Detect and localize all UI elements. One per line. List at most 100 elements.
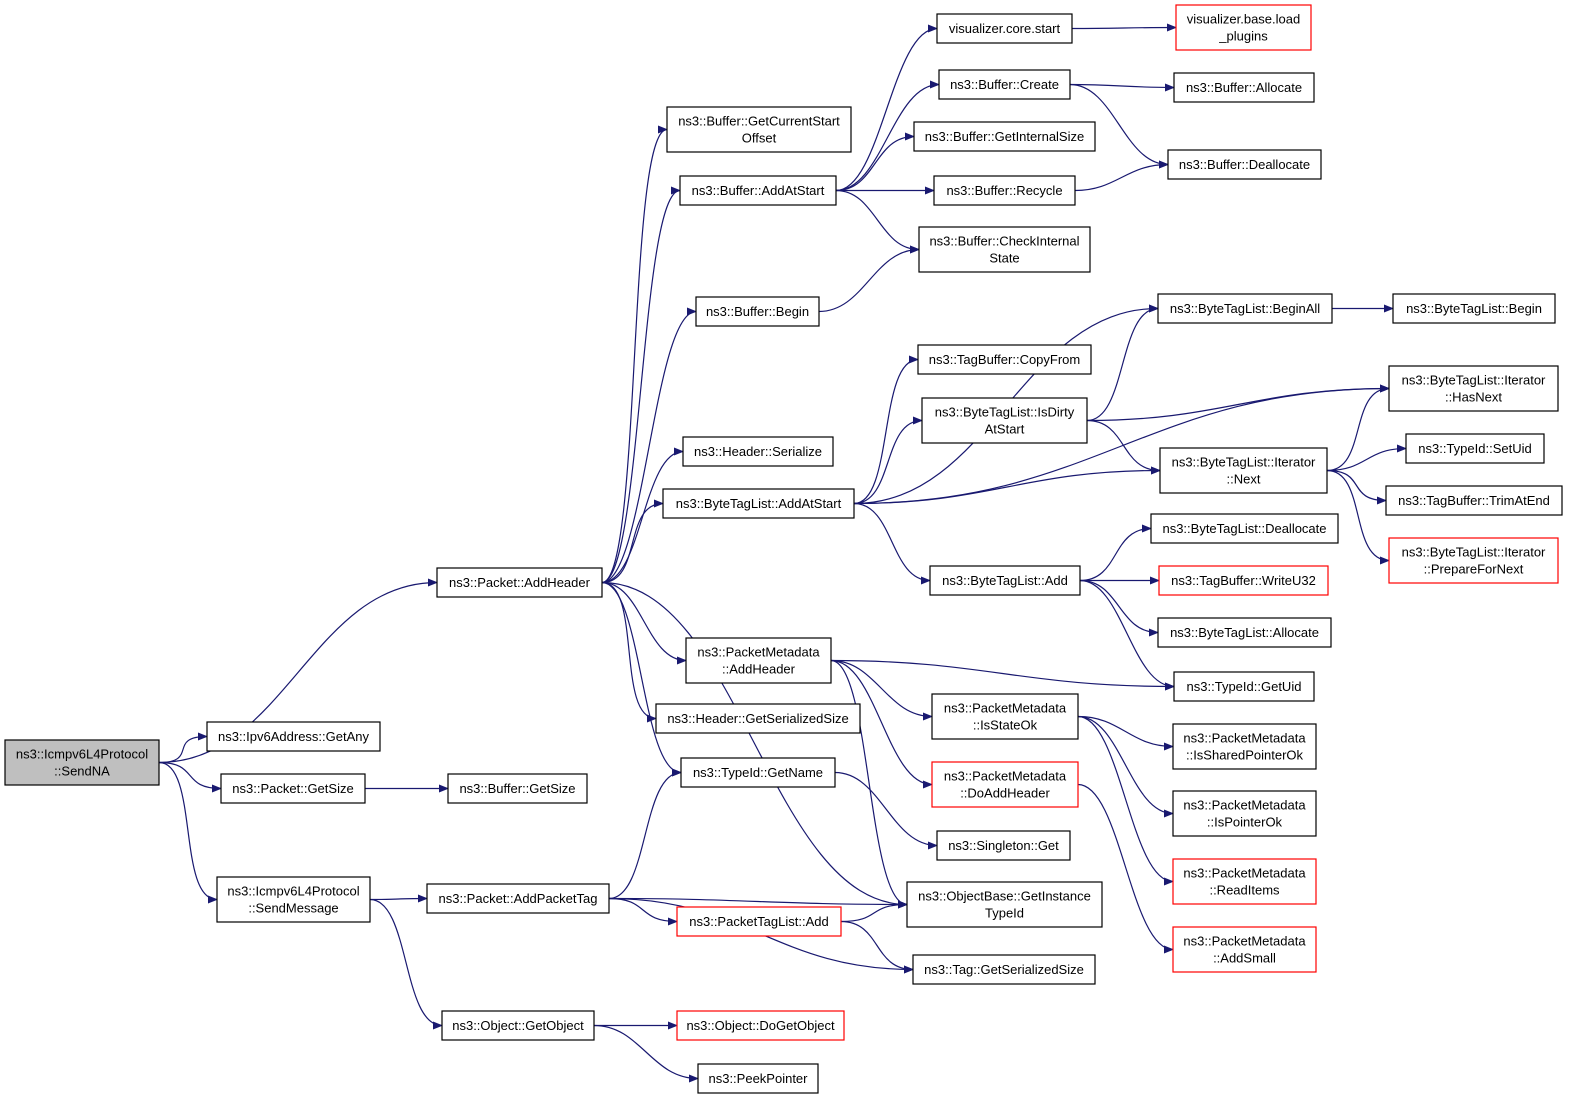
node-btl-it-hasnext[interactable]: ns3::ByteTagList::Iterator::HasNext [1388,365,1559,412]
node-pm-addsmall[interactable]: ns3::PacketMetadata::AddSmall [1172,926,1317,973]
node-buf-begin[interactable]: ns3::Buffer::Begin [695,296,820,327]
node-box [216,876,371,923]
node-box [931,693,1079,740]
node-buf-addatstart[interactable]: ns3::Buffer::AddAtStart [679,175,837,206]
edge-pm-addheader-to-typeid-getuid [830,659,1175,691]
node-singleton-get[interactable]: ns3::Singleton::Get [936,830,1071,861]
node-label-line: ns3::TypeId::GetUid [1187,679,1302,694]
node-ipv6-getany[interactable]: ns3::Ipv6Address::GetAny [206,721,381,752]
node-peekpointer[interactable]: ns3::PeekPointer [697,1063,819,1094]
node-label-line: ns3::Buffer::GetSize [459,781,575,796]
node-icmp-sendmsg[interactable]: ns3::Icmpv6L4Protocol::SendMessage [216,876,371,923]
edge-pkt-addheader-to-buf-getcurrentstart [601,125,668,584]
node-box [918,226,1091,273]
node-buf-deallocate[interactable]: ns3::Buffer::Deallocate [1167,149,1322,180]
node-label-line: Offset [742,131,777,146]
node-box [906,881,1103,928]
node-pm-ispointerok[interactable]: ns3::PacketMetadata::IsPointerOk [1172,790,1317,837]
node-btl-it-preparefornext[interactable]: ns3::ByteTagList::Iterator::PrepareForNe… [1388,537,1559,584]
node-tag-getserialsize[interactable]: ns3::Tag::GetSerializedSize [912,954,1096,985]
node-label-line: ns3::ByteTagList::BeginAll [1170,301,1320,316]
node-box [220,773,366,804]
edge-btl-isdirty-to-btl-beginall [1086,304,1159,422]
node-pm-readitems[interactable]: ns3::PacketMetadata::ReadItems [1172,858,1317,905]
edge-btl-it-next-to-btl-it-preparefornext [1326,469,1390,565]
node-pm-issharedpointerok[interactable]: ns3::PacketMetadata::IsSharedPointerOk [1172,723,1317,770]
edge-pkt-addpackettag-to-typeid-getname [608,768,682,900]
node-box [1388,537,1559,584]
edge-btl-it-next-to-btl-it-hasnext [1326,384,1390,472]
node-obj-getobject[interactable]: ns3::Object::GetObject [441,1010,595,1041]
edge-viz-core-start-to-viz-load-plugins [1071,23,1177,32]
node-box [1392,293,1556,324]
node-btl-beginall[interactable]: ns3::ByteTagList::BeginAll [1157,293,1333,324]
node-label-line: _plugins [1218,29,1268,44]
node-buf-recycle[interactable]: ns3::Buffer::Recycle [933,175,1076,206]
edge-pkt-addheader-to-objbase-getinstancetypeid [601,581,908,909]
node-buf-allocate[interactable]: ns3::Buffer::Allocate [1173,72,1315,103]
node-label-line: ns3::Tag::GetSerializedSize [924,962,1084,977]
node-tagbuf-copyfrom[interactable]: ns3::TagBuffer::CopyFrom [917,344,1092,375]
node-btl-add[interactable]: ns3::ByteTagList::Add [929,565,1081,596]
node-box [936,830,1071,861]
node-label-line: ns3::Buffer::Begin [706,304,809,319]
edge-pkt-addheader-to-buf-begin [601,307,697,584]
node-box [917,344,1092,375]
node-typeid-getuid[interactable]: ns3::TypeId::GetUid [1173,671,1315,702]
node-label-line: ::SendMessage [248,901,338,916]
node-btl-allocate[interactable]: ns3::ByteTagList::Allocate [1157,617,1332,648]
node-box [913,121,1096,152]
node-label-line: ns3::TagBuffer::TrimAtEnd [1398,493,1550,508]
node-box [666,106,852,153]
node-btl-deallocate[interactable]: ns3::ByteTagList::Deallocate [1150,513,1339,544]
node-pm-addheader[interactable]: ns3::PacketMetadata::AddHeader [685,637,832,684]
node-box [1157,617,1332,648]
edge-btl-isdirty-to-btl-it-next [1086,419,1161,475]
node-ptl-add[interactable]: ns3::PacketTagList::Add [676,906,842,937]
node-box [1157,293,1333,324]
node-label-line: ns3::PacketTagList::Add [689,914,828,929]
edge-btl-addatstart-to-btl-isdirty [853,416,923,505]
node-viz-load-plugins[interactable]: visualizer.base.load_plugins [1175,4,1312,51]
node-box [912,954,1096,985]
node-pm-isstateok[interactable]: ns3::PacketMetadata::IsStateOk [931,693,1079,740]
node-btl-begin[interactable]: ns3::ByteTagList::Begin [1392,293,1556,324]
node-label-line: ::IsStateOk [973,718,1038,733]
node-obj-dogetobject[interactable]: ns3::Object::DoGetObject [676,1010,845,1041]
node-pm-dofaddheader[interactable]: ns3::PacketMetadata::DoAddHeader [931,761,1079,808]
node-box [1150,513,1339,544]
node-label-line: ns3::Buffer::Create [950,77,1059,92]
node-hdr-serialize[interactable]: ns3::Header::Serialize [682,436,834,467]
node-tagbuf-trimatend[interactable]: ns3::TagBuffer::TrimAtEnd [1385,485,1563,516]
node-pkt-addpackettag[interactable]: ns3::Packet::AddPacketTag [426,883,610,914]
node-label-line: ns3::Packet::GetSize [232,781,353,796]
node-label-line: ::HasNext [1445,390,1502,405]
node-buf-getsize[interactable]: ns3::Buffer::GetSize [447,773,588,804]
node-btl-addatstart[interactable]: ns3::ByteTagList::AddAtStart [662,488,855,519]
node-label-line: ns3::ByteTagList::IsDirty [935,405,1075,420]
node-typeid-setuid[interactable]: ns3::TypeId::SetUid [1405,433,1545,464]
node-viz-core-start[interactable]: visualizer.core.start [936,13,1073,44]
node-pkt-getsize[interactable]: ns3::Packet::GetSize [220,773,366,804]
node-label-line: ns3::ByteTagList::Iterator [1402,373,1546,388]
node-box [679,175,837,206]
node-buf-getinternalsize[interactable]: ns3::Buffer::GetInternalSize [913,121,1096,152]
node-hdr-getserialsize[interactable]: ns3::Header::GetSerializedSize [655,703,861,734]
edge-btl-add-to-typeid-getuid [1079,579,1175,691]
node-label-line: ns3::Buffer::GetCurrentStart [678,114,840,129]
node-buf-create[interactable]: ns3::Buffer::Create [938,69,1071,100]
node-root: ns3::Icmpv6L4Protocol::SendNA [4,739,160,786]
edge-pkt-addpackettag-to-ptl-add [608,897,678,926]
node-tagbuf-writeu32[interactable]: ns3::TagBuffer::WriteU32 [1158,565,1329,596]
node-box [1405,433,1545,464]
node-typeid-getname[interactable]: ns3::TypeId::GetName [680,757,836,788]
node-label-line: visualizer.core.start [949,21,1061,36]
node-btl-it-next[interactable]: ns3::ByteTagList::Iterator::Next [1159,447,1328,494]
node-label-line: ns3::Header::Serialize [694,444,822,459]
node-pkt-addheader[interactable]: ns3::Packet::AddHeader [436,567,603,598]
edge-buf-addatstart-to-buf-create [835,80,940,192]
